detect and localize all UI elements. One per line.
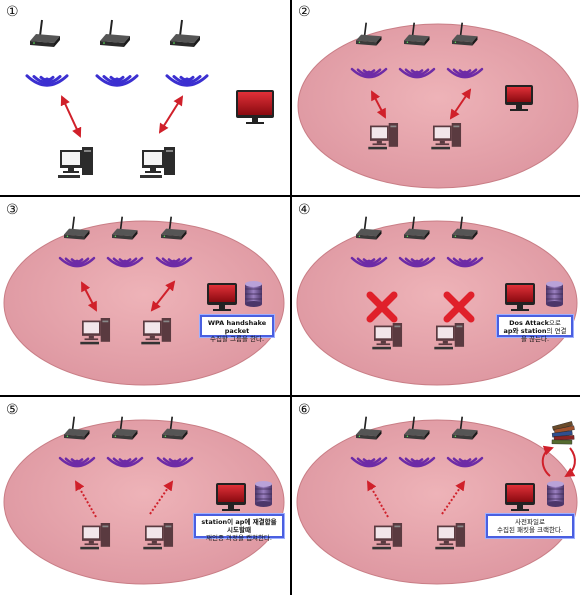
connection-arrow: [150, 280, 176, 312]
dictionary-books-icon: [551, 421, 575, 445]
wifi-signal-icon: [156, 456, 194, 468]
wifi-signal-icon: [398, 67, 436, 79]
wifi-signal-icon: [350, 256, 388, 268]
router-icon: [64, 216, 90, 240]
router-icon: [112, 216, 138, 240]
attacker-monitor-icon: [236, 90, 274, 124]
computer-icon: [140, 147, 175, 178]
connection-arrow: [367, 480, 389, 518]
attack-range-ellipse: [297, 23, 579, 189]
wifi-signal-icon: [350, 67, 388, 79]
panel-6-caption: 사전파일로 수집된 패킷을 크랙한다.: [486, 514, 574, 538]
router-icon: [356, 216, 382, 240]
router-icon: [162, 416, 188, 440]
router-icon: [170, 19, 200, 47]
cycle-arrow: [541, 445, 554, 477]
panel-6-caption-text: 수집된 패킷을 크랙한다.: [497, 526, 563, 534]
computer-icon: [141, 318, 172, 345]
attacker-monitor-icon: [505, 85, 533, 111]
panel-1-number: ①: [6, 4, 19, 20]
database-icon: [255, 481, 272, 507]
attacker-monitor-icon: [216, 483, 246, 511]
panel-3-caption-text: 수집할 그룹을 한다.: [209, 335, 265, 343]
computer-icon: [434, 323, 465, 350]
attack-range-ellipse: [3, 220, 285, 386]
connection-arrow: [75, 480, 97, 518]
router-icon: [161, 216, 187, 240]
wifi-signal-icon: [25, 74, 69, 87]
disconnect-x-icon: [443, 291, 475, 323]
router-icon: [100, 19, 130, 47]
router-icon: [404, 22, 430, 46]
wifi-signal-icon: [58, 256, 96, 268]
database-icon: [546, 281, 563, 307]
wifi-signal-icon: [155, 256, 193, 268]
wifi-signal-icon: [58, 456, 96, 468]
connection-arrow: [149, 480, 174, 515]
router-icon: [452, 216, 478, 240]
wifi-signal-icon: [106, 256, 144, 268]
panel-4-caption-bold-2: ap와 station: [503, 327, 547, 335]
computer-icon: [368, 123, 399, 150]
wifi-signal-icon: [446, 456, 484, 468]
connection-arrow: [449, 88, 472, 120]
router-icon: [404, 416, 430, 440]
wifi-signal-icon: [446, 67, 484, 79]
panel-3-caption: WPA handshake packet 수집할 그룹을 한다.: [200, 315, 274, 343]
connection-arrow: [441, 480, 466, 515]
computer-icon: [372, 323, 403, 350]
cycle-arrow: [564, 447, 576, 478]
panel-5-caption: station이 ap에 재결합을 시도할때 재인증 과정을 캡쳐한다.: [194, 514, 284, 542]
wifi-signal-icon: [446, 256, 484, 268]
panel-4-caption-text: 의 연결을 끊는다.: [520, 327, 567, 343]
attacker-monitor-icon: [207, 283, 237, 311]
panel-5-caption-bold: station이 ap에 재결합을 시도할때: [201, 518, 277, 534]
computer-icon: [431, 123, 462, 150]
computer-icon: [80, 523, 111, 550]
wifi-signal-icon: [165, 74, 209, 87]
router-icon: [452, 416, 478, 440]
panel-3-caption-bold: WPA handshake packet: [207, 319, 267, 335]
computer-icon: [80, 318, 111, 345]
router-icon: [404, 216, 430, 240]
router-icon: [356, 416, 382, 440]
panel-5-caption-text: 재인증 과정을 캡쳐한다.: [206, 534, 272, 542]
panel-6-caption-line1: 사전파일로: [515, 518, 545, 526]
panel-4-number: ④: [298, 202, 311, 218]
router-icon: [452, 22, 478, 46]
computer-icon: [435, 523, 466, 550]
panel-2-number: ②: [298, 4, 311, 20]
computer-icon: [58, 147, 93, 178]
wifi-signal-icon: [398, 256, 436, 268]
disconnect-x-icon: [366, 291, 398, 323]
panel-4-caption: Dos Attack으로 ap와 station의 연결을 끊는다.: [497, 315, 573, 343]
attacker-monitor-icon: [505, 483, 535, 511]
connection-arrow: [371, 90, 386, 119]
router-icon: [64, 416, 90, 440]
router-icon: [112, 416, 138, 440]
computer-icon: [143, 523, 174, 550]
wifi-signal-icon: [106, 456, 144, 468]
database-icon: [245, 281, 262, 307]
panel-4-caption-mid: 으로: [548, 319, 561, 327]
panel-3-number: ③: [6, 202, 19, 218]
panel-4-caption-bold: Dos Attack: [509, 319, 549, 327]
router-icon: [356, 22, 382, 46]
connection-arrow: [60, 95, 82, 138]
router-icon: [30, 19, 60, 47]
attacker-monitor-icon: [505, 283, 535, 311]
connection-arrow: [158, 95, 184, 134]
wifi-signal-icon: [350, 456, 388, 468]
database-icon: [547, 481, 564, 507]
connection-arrow: [81, 281, 97, 312]
wifi-signal-icon: [398, 456, 436, 468]
computer-icon: [372, 523, 403, 550]
panel-6-number: ⑥: [298, 402, 311, 418]
panel-5-number: ⑤: [6, 402, 19, 418]
wifi-signal-icon: [95, 74, 139, 87]
